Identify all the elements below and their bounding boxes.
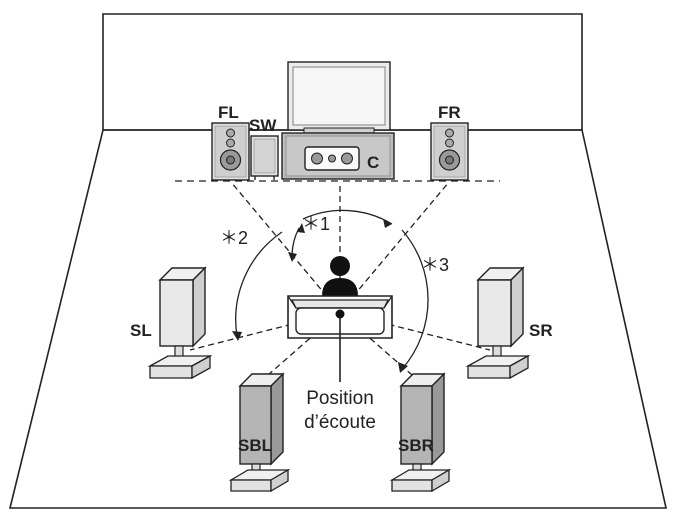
label-sw: SW [249,116,277,135]
surround-left-speaker [147,266,213,380]
listening-seat [287,295,393,382]
center-speaker [281,132,395,180]
label-sbl: SBL [238,436,272,455]
room-floor [8,129,667,509]
surround-back-left-speaker [228,372,291,493]
label-angle-3: ＊3 [421,255,449,275]
angle-arcs [232,209,429,373]
surround-right-speaker [465,266,531,380]
front-left-speaker [211,122,250,181]
label-sr: SR [529,321,553,340]
label-sbr: SBR [398,436,434,455]
subwoofer [250,135,279,180]
label-fr: FR [438,103,461,122]
listening-position-line1: Position [306,388,374,409]
label-angle-2: ＊2 [220,228,248,248]
label-c: C [367,153,379,172]
label-fl: FL [218,103,239,122]
surround-back-right-speaker [389,372,452,493]
tv [287,61,391,134]
front-right-speaker [430,122,469,181]
label-angle-1: ＊1 [302,214,330,234]
listener-icon [322,256,358,296]
listening-position-line2: d’écoute [304,412,376,433]
label-sl: SL [130,321,152,340]
